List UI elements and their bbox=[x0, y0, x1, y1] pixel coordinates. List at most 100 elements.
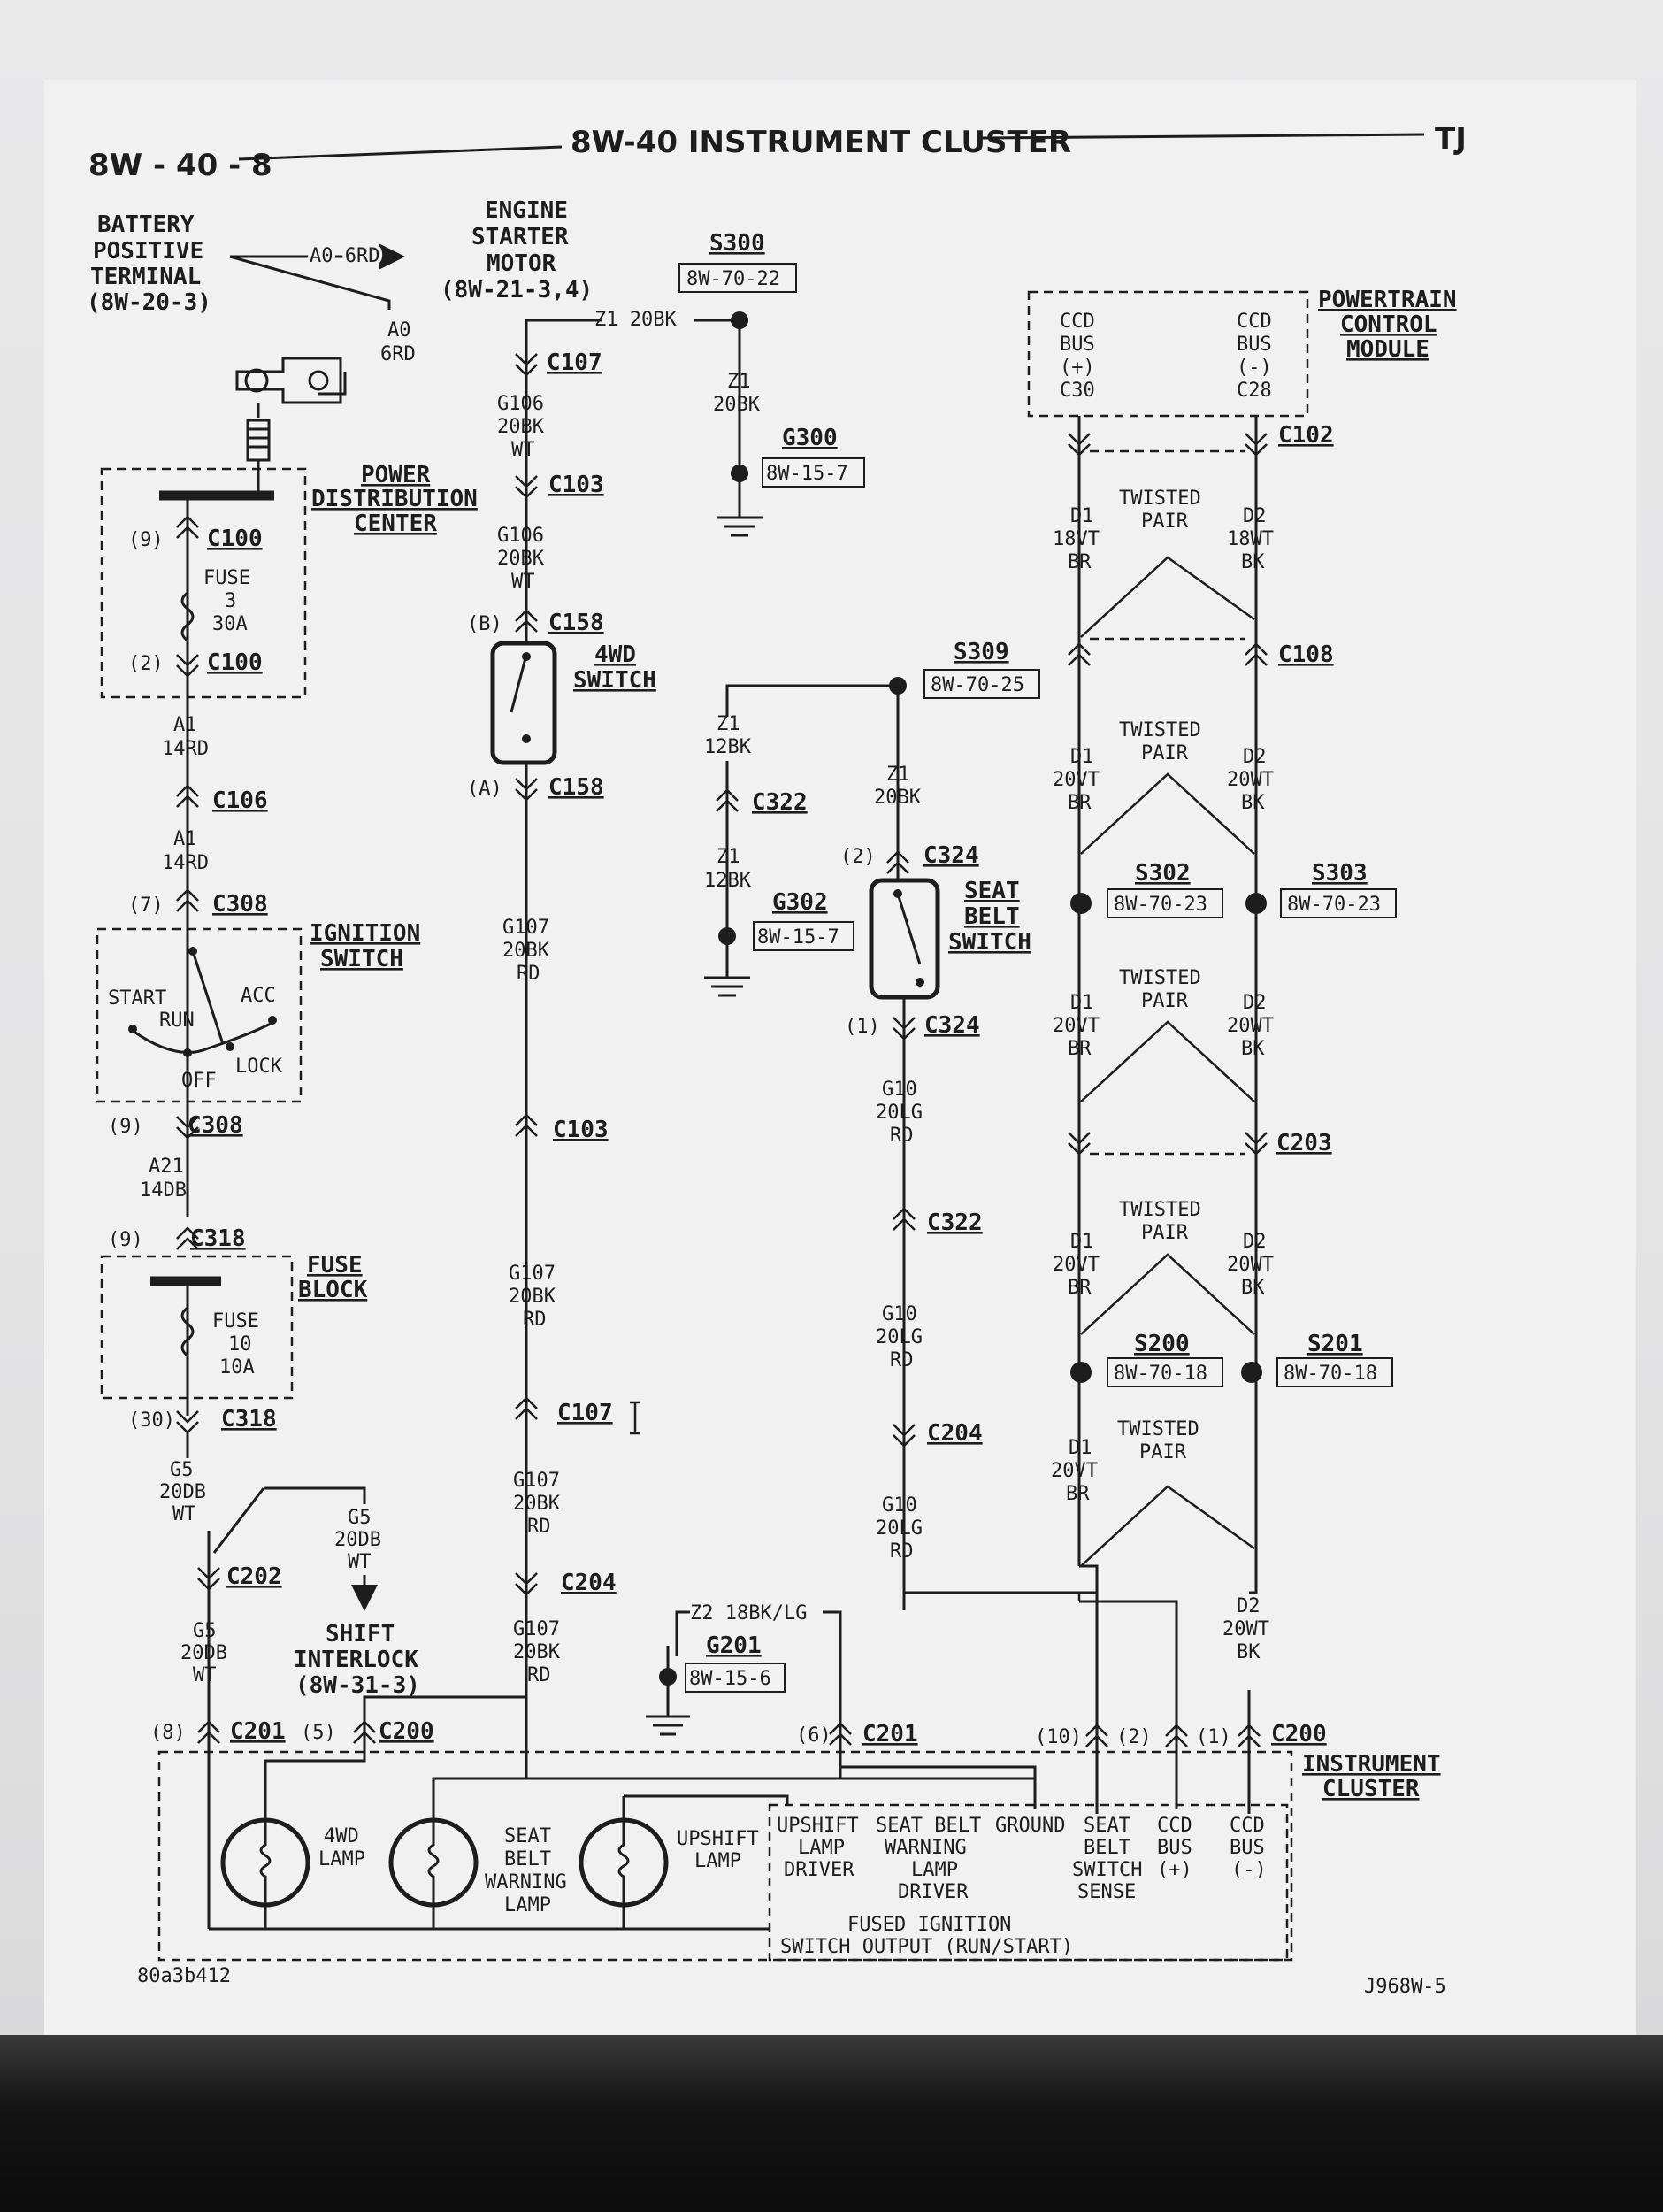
svg-text:G10: G10 bbox=[882, 1079, 917, 1101]
svg-text:D1: D1 bbox=[1070, 505, 1094, 527]
svg-text:RD: RD bbox=[890, 1349, 914, 1371]
svg-text:D2: D2 bbox=[1243, 992, 1267, 1014]
splice-s201-ref: 8W-70-18 bbox=[1284, 1363, 1377, 1385]
cluster-ccd-bus-neg: CCD BUS (-) bbox=[1230, 1815, 1267, 1881]
connector-label-c318-b: C318 bbox=[221, 1406, 277, 1432]
svg-text:SEAT BELT: SEAT BELT bbox=[876, 1815, 981, 1837]
svg-text:BR: BR bbox=[1066, 1483, 1090, 1505]
twisted-pair-5: TWISTED PAIR bbox=[1080, 1418, 1255, 1567]
ignition-switch-label: IGNITION SWITCH bbox=[310, 920, 420, 972]
wire-g107-to-c200 bbox=[363, 1686, 528, 1756]
svg-text:G106: G106 bbox=[497, 525, 544, 547]
svg-text:(8W-21-3,4): (8W-21-3,4) bbox=[441, 277, 593, 303]
svg-text:PAIR: PAIR bbox=[1139, 1441, 1187, 1463]
fuse-block-label: FUSE BLOCK bbox=[298, 1252, 368, 1303]
svg-text:20VT: 20VT bbox=[1051, 1460, 1098, 1482]
svg-text:BK: BK bbox=[1241, 1277, 1265, 1299]
svg-text:TWISTED: TWISTED bbox=[1117, 1418, 1199, 1440]
svg-text:BK: BK bbox=[1241, 551, 1265, 573]
svg-text:20DB: 20DB bbox=[159, 1481, 206, 1503]
wire-label-d2-20-b: D2 20WT BK bbox=[1227, 992, 1274, 1060]
svg-text:WT: WT bbox=[172, 1503, 196, 1525]
connector-c108-left bbox=[1068, 642, 1091, 666]
cluster-seat-belt-switch-sense: SEAT BELT SWITCH SENSE bbox=[1072, 1815, 1142, 1903]
pin-1-b: (1) bbox=[1196, 1726, 1231, 1748]
connector-c200-left bbox=[353, 1720, 376, 1744]
connector-c324-bottom bbox=[893, 1017, 916, 1041]
svg-text:UPSHIFT: UPSHIFT bbox=[777, 1815, 859, 1837]
wire-label-z1-v: Z1 bbox=[727, 371, 751, 393]
connector-c100-bottom bbox=[176, 654, 199, 678]
svg-text:G107: G107 bbox=[513, 1618, 560, 1640]
connector-label-c308-b: C308 bbox=[188, 1112, 243, 1139]
svg-text:20BK: 20BK bbox=[497, 548, 545, 570]
svg-text:BUS: BUS bbox=[1157, 1837, 1192, 1859]
svg-text:LAMP: LAMP bbox=[504, 1894, 551, 1916]
connector-label-c204: C204 bbox=[561, 1570, 617, 1596]
svg-text:RD: RD bbox=[517, 963, 540, 985]
svg-text:BK: BK bbox=[1241, 792, 1265, 814]
svg-text:20VT: 20VT bbox=[1053, 1015, 1100, 1037]
pin-2-c: (2) bbox=[1116, 1726, 1152, 1748]
wire-label-g5-b: G5 20DB WT bbox=[334, 1507, 381, 1573]
wire-label-g106-a: G106 20BK WT bbox=[497, 393, 545, 461]
connector-c201-right bbox=[829, 1722, 852, 1746]
connector-c102-left bbox=[1068, 433, 1091, 457]
svg-text:SWITCH OUTPUT (RUN/START): SWITCH OUTPUT (RUN/START) bbox=[780, 1936, 1073, 1958]
svg-text:MODULE: MODULE bbox=[1346, 336, 1429, 363]
wire-label-g10-c: G10 20LG RD bbox=[876, 1494, 923, 1563]
svg-text:FUSE: FUSE bbox=[212, 1310, 259, 1333]
wire-label-14rd-b: 14RD bbox=[162, 852, 209, 874]
svg-text:C28: C28 bbox=[1237, 380, 1272, 402]
svg-text:LAMP: LAMP bbox=[798, 1837, 845, 1859]
fuse-3-symbol bbox=[180, 591, 195, 642]
svg-text:PAIR: PAIR bbox=[1141, 1222, 1189, 1244]
svg-text:DISTRIBUTION: DISTRIBUTION bbox=[311, 486, 478, 512]
wire-d2-jog bbox=[1249, 1584, 1258, 1594]
ground-g300-ref: 8W-15-7 bbox=[766, 463, 848, 485]
wire-label-d1-20-d: D1 20VT BR bbox=[1051, 1437, 1098, 1505]
connector-c318-top bbox=[176, 1226, 199, 1250]
svg-text:WT: WT bbox=[348, 1551, 372, 1573]
svg-text:SWITCH: SWITCH bbox=[320, 946, 403, 972]
seat-belt-switch-contact-bottom bbox=[916, 978, 924, 987]
svg-text:20LG: 20LG bbox=[876, 1326, 923, 1348]
svg-text:G5: G5 bbox=[193, 1620, 217, 1642]
svg-text:TWISTED: TWISTED bbox=[1119, 1199, 1201, 1221]
twisted-pair-3: TWISTED PAIR bbox=[1080, 967, 1255, 1102]
svg-text:D2: D2 bbox=[1243, 505, 1267, 527]
connector-c308-top bbox=[176, 888, 199, 912]
wire-label-z1-12-b: Z1 bbox=[717, 846, 740, 868]
connector-label-c106: C106 bbox=[212, 787, 268, 814]
page-title: 8W-40 INSTRUMENT CLUSTER bbox=[571, 125, 1071, 160]
connector-label-c158: C158 bbox=[548, 610, 604, 636]
svg-text:BELT: BELT bbox=[1084, 1837, 1130, 1859]
svg-text:10: 10 bbox=[228, 1333, 252, 1356]
pcm-pin-ccd-neg: CCD BUS (-) C28 bbox=[1237, 311, 1272, 402]
wiring-diagram: 8W - 40 - 8 8W-40 INSTRUMENT CLUSTER TJ … bbox=[44, 80, 1636, 2035]
4wd-switch-contact-bottom bbox=[522, 734, 531, 743]
ignition-switch-outline bbox=[96, 927, 303, 1103]
svg-text:SWITCH: SWITCH bbox=[948, 929, 1031, 956]
cluster-upshift-lamp-driver: UPSHIFT LAMP DRIVER bbox=[777, 1815, 859, 1881]
engine-starter-motor: ENGINE STARTER MOTOR (8W-21-3,4) bbox=[441, 197, 593, 303]
connector-c158-bottom bbox=[515, 778, 538, 802]
svg-text:D2: D2 bbox=[1243, 1231, 1267, 1253]
cluster-4wd-lamp-feed bbox=[264, 1745, 366, 1818]
splice-s200-ref: 8W-70-18 bbox=[1114, 1363, 1207, 1385]
svg-text:20LG: 20LG bbox=[876, 1102, 923, 1124]
svg-text:BK: BK bbox=[1237, 1641, 1261, 1663]
svg-text:PAIR: PAIR bbox=[1141, 990, 1189, 1012]
seat-belt-switch-contact-top bbox=[893, 889, 902, 898]
svg-text:4WD: 4WD bbox=[324, 1825, 359, 1847]
svg-text:20BK: 20BK bbox=[513, 1641, 561, 1663]
pin-10: (10) bbox=[1035, 1726, 1082, 1748]
svg-text:CCD: CCD bbox=[1230, 1815, 1265, 1837]
pcm-outline bbox=[1027, 290, 1309, 418]
svg-text:CLUSTER: CLUSTER bbox=[1322, 1776, 1420, 1802]
pcm-label: POWERTRAIN CONTROL MODULE bbox=[1318, 287, 1457, 363]
connector-label-c201: C201 bbox=[230, 1718, 286, 1745]
cluster-seat-belt-lamp-driver: SEAT BELT WARNING LAMP DRIVER bbox=[876, 1815, 981, 1903]
pin-2-b: (2) bbox=[840, 846, 876, 868]
